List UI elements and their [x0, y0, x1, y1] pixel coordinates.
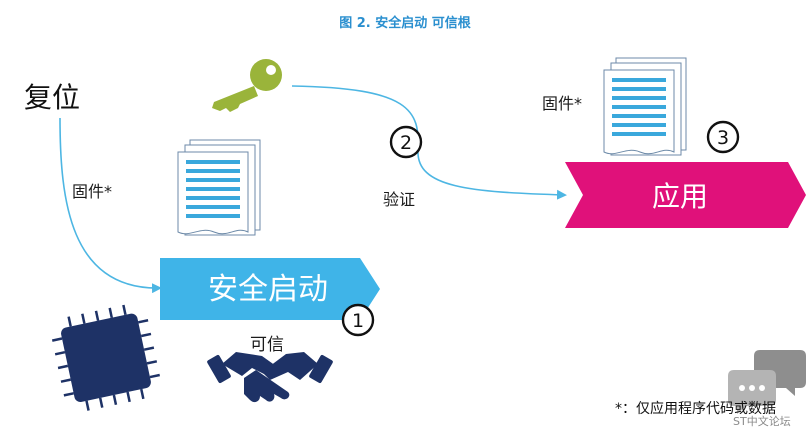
- watermark-text: ST中文论坛: [733, 415, 791, 428]
- key-icon: [212, 59, 282, 112]
- chat-bubbles-icon: [728, 350, 806, 414]
- svg-text:3: 3: [717, 127, 729, 149]
- reset-label: 复位: [24, 81, 81, 114]
- trusted-label: 可信: [250, 335, 284, 355]
- svg-text:1: 1: [352, 310, 364, 332]
- firmware-label-left: 固件*: [72, 182, 113, 201]
- reset-to-secure-boot-arrow: [59, 117, 162, 294]
- document-stack-icon: [177, 139, 261, 236]
- step-badge-1: 1: [341, 303, 375, 337]
- key-to-application-arrow: [291, 85, 567, 200]
- footnote: *：仅应用程序代码或数据: [615, 401, 776, 417]
- firmware-label-right: 固件*: [542, 94, 583, 113]
- application-label: 应用: [652, 180, 708, 213]
- verify-label: 验证: [383, 190, 416, 209]
- secure-boot-label: 安全启动: [208, 272, 328, 307]
- document-stack-icon-right: [603, 57, 687, 156]
- step-badge-3: 3: [706, 120, 740, 154]
- svg-text:2: 2: [400, 132, 412, 154]
- chip-icon: [51, 304, 160, 411]
- step-badge-2: 2: [389, 125, 423, 159]
- handshake-icon: [207, 352, 333, 403]
- figure-title: 图 2. 安全启动 可信根: [339, 16, 471, 31]
- application-banner: [565, 162, 806, 228]
- secure-boot-banner: [160, 258, 380, 320]
